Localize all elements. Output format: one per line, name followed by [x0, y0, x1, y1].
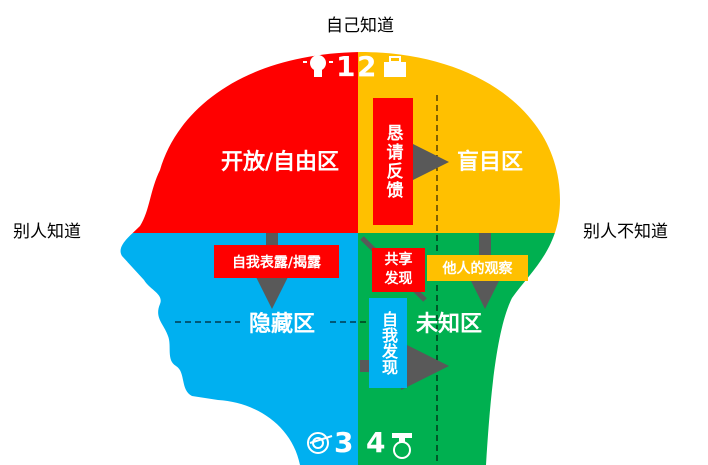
number-4: 4: [366, 426, 386, 459]
left-axis-label: 别人知道: [13, 222, 81, 242]
feedback-box: 恳请反馈: [373, 98, 413, 225]
number-2: 2: [357, 50, 377, 83]
disclosure-box: 自我表露/揭露: [214, 245, 339, 278]
trophy-icon: [392, 433, 412, 459]
zone-blind-label: 盲目区: [456, 150, 524, 175]
zone-unknown-label: 未知区: [415, 312, 483, 337]
observation-box: 他人的观察: [427, 255, 528, 281]
number-3: 3: [334, 426, 354, 459]
number-1: 1: [336, 50, 356, 83]
self-discovery-box: 自我发现: [369, 298, 407, 388]
lightbulb-icon: [303, 55, 333, 77]
target-icon: [307, 432, 333, 454]
shared-discovery-box: 共享发现: [372, 248, 425, 292]
quadrant-open: [120, 52, 358, 233]
zone-hidden-label: 隐藏区: [248, 312, 316, 337]
top-axis-label: 自己知道: [326, 16, 394, 36]
briefcase-icon: [384, 56, 406, 77]
zone-open-label: 开放/自由区: [220, 150, 340, 175]
right-axis-label: 别人不知道: [583, 222, 668, 242]
